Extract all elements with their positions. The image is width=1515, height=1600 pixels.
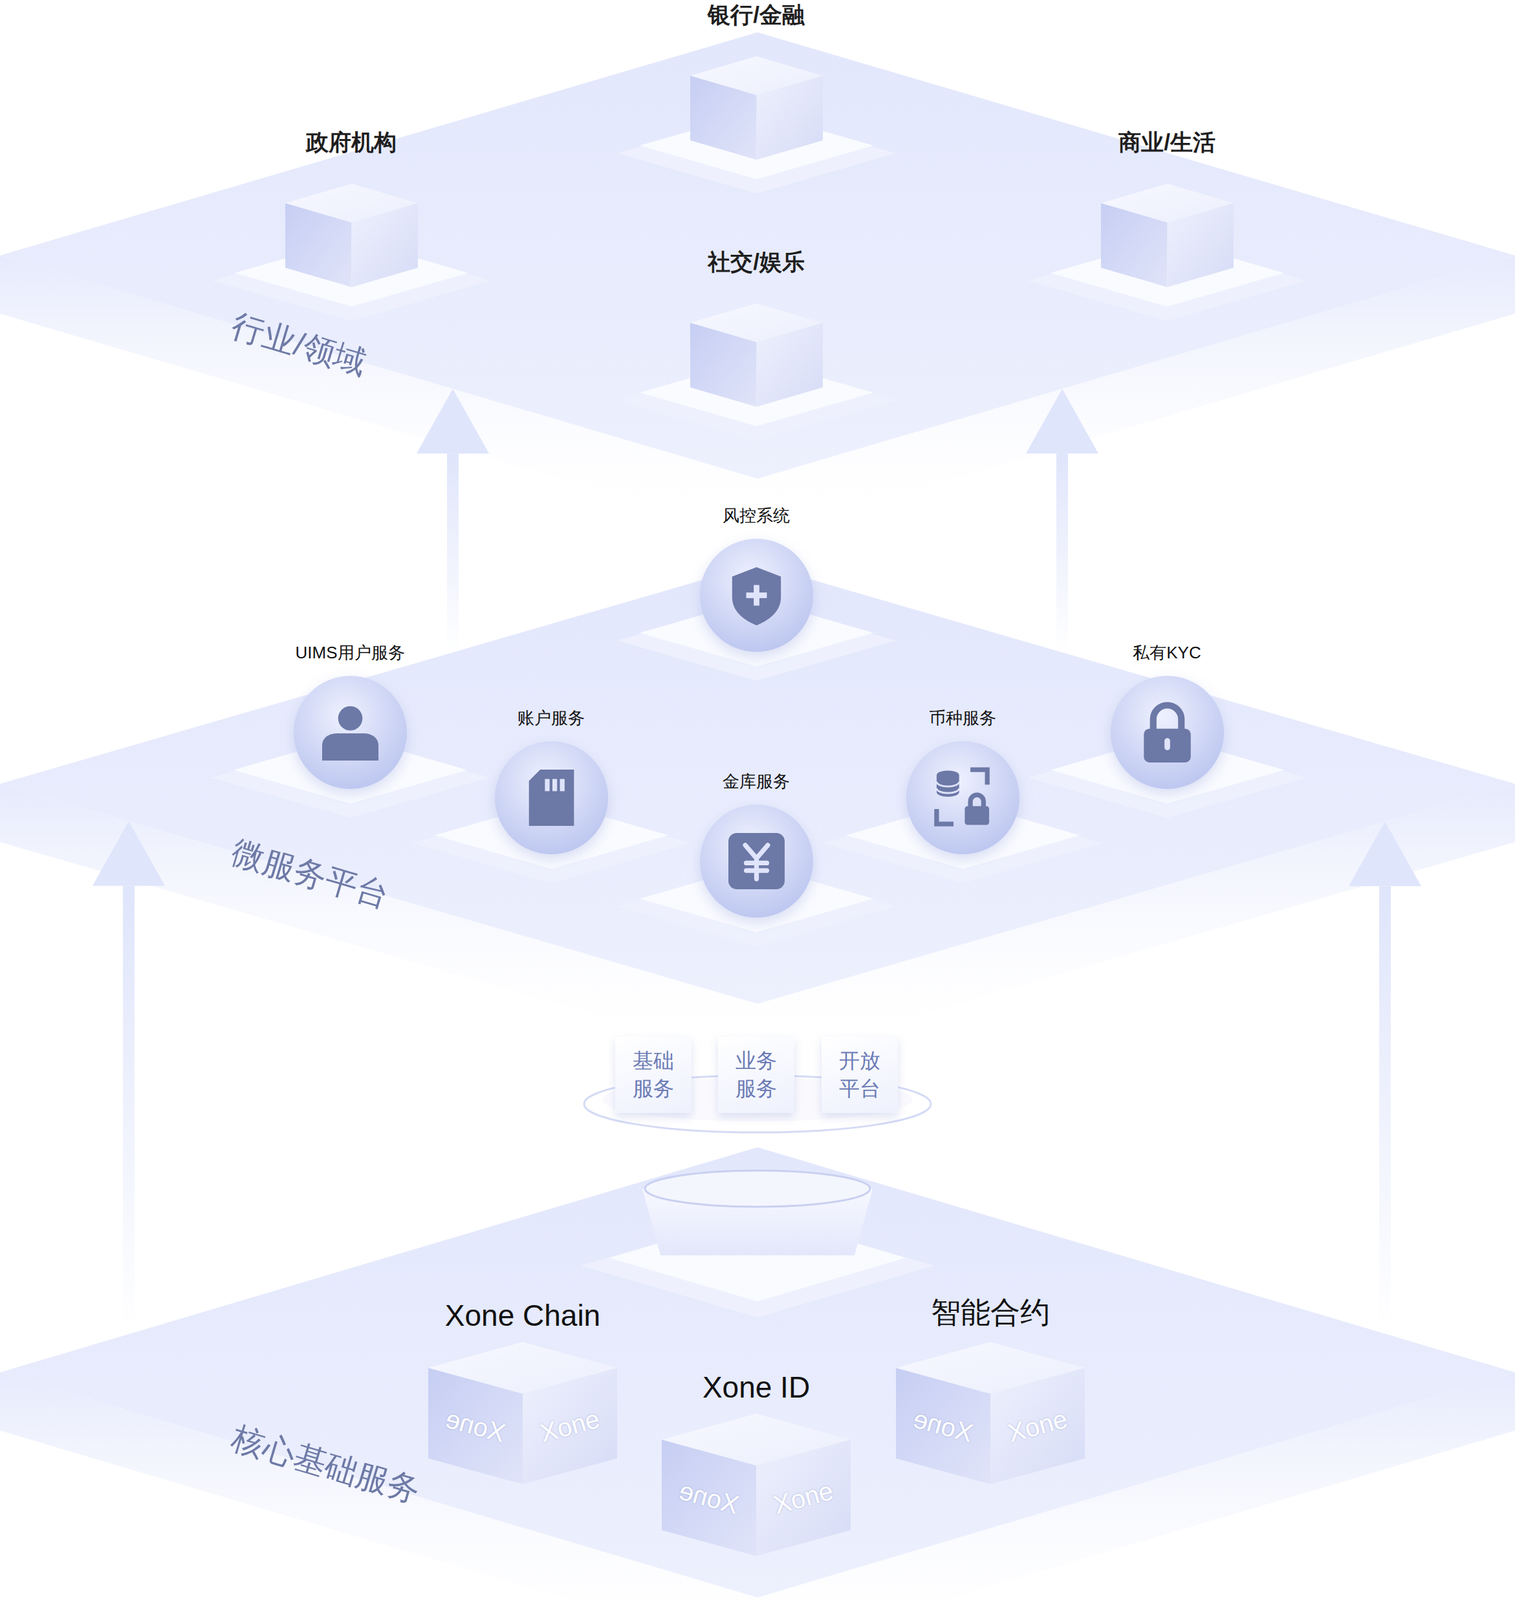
service-tile: 基础 服务 <box>615 1036 692 1114</box>
circle-art <box>494 741 609 855</box>
layer-arrow <box>416 388 490 653</box>
service-circle: 风控系统 <box>699 504 814 653</box>
service-circle: 私有KYC <box>1110 641 1224 790</box>
domain-cube: Xone ID XoneXone <box>661 1370 851 1557</box>
service-circle: UIMS用户服务 <box>293 641 407 790</box>
layer-band: 核心基础服务Xone ChainXoneXone智能合约XoneXoneXone… <box>0 1147 1515 1598</box>
service-circle: 账户服务 <box>494 707 609 855</box>
layer-arrow <box>1348 821 1422 1334</box>
shape-holder <box>699 804 814 918</box>
node-label: 银行/金融 <box>707 0 805 31</box>
service-tile: 开放 平台 <box>821 1036 898 1114</box>
domain-cube: 智能合约 XoneXone <box>895 1293 1085 1485</box>
shape-holder <box>293 675 407 790</box>
node-label: 账户服务 <box>517 707 585 730</box>
node-label: 智能合约 <box>930 1293 1050 1334</box>
node-label: 政府机构 <box>305 127 397 158</box>
circle-art <box>699 804 814 918</box>
circle-art <box>699 538 814 653</box>
cube-art <box>1100 183 1234 288</box>
service-circle: 币种服务 <box>906 707 1020 855</box>
shape-holder <box>1100 183 1234 288</box>
shape-holder <box>1110 675 1224 790</box>
shape-holder <box>906 741 1020 855</box>
circle-art <box>1110 675 1224 790</box>
circle-art <box>906 741 1020 855</box>
domain-cube: 商业/生活 <box>1100 127 1234 288</box>
domain-cube: 社交/娱乐 <box>690 247 823 407</box>
node-label: 开放 平台 <box>837 1047 883 1103</box>
node-label: 风控系统 <box>722 504 790 528</box>
service-tile: 业务 服务 <box>718 1036 795 1114</box>
shape-holder: XoneXone <box>661 1414 851 1557</box>
domain-cube: Xone ChainXoneXone <box>428 1298 618 1485</box>
domain-cube: 银行/金融 <box>690 0 823 160</box>
cube-art <box>690 303 823 407</box>
circle-art <box>293 675 407 790</box>
cube-art <box>690 56 823 160</box>
shape-holder <box>699 538 814 653</box>
node-label: 私有KYC <box>1132 641 1201 665</box>
shape-holder: XoneXone <box>895 1342 1085 1485</box>
layer-band: 行业/领域银行/金融政府机构商业/生活社交/娱乐 <box>0 32 1515 479</box>
cube-art <box>285 183 418 288</box>
node-label: 社交/娱乐 <box>707 247 805 278</box>
node-label: 业务 服务 <box>733 1047 779 1103</box>
shape-holder <box>690 56 823 160</box>
node-label: 币种服务 <box>928 707 997 730</box>
layer-band: 微服务平台风控系统UIMS用户服务私有KYC账户服务币种服务金库服务 <box>0 564 1515 1004</box>
layer-arrow <box>92 821 165 1335</box>
shape-holder <box>690 303 823 407</box>
node-label: UIMS用户服务 <box>295 641 405 665</box>
node-label: 商业/生活 <box>1118 127 1216 158</box>
node-label: 金库服务 <box>722 770 790 794</box>
node-label: 基础 服务 <box>630 1047 676 1103</box>
node-label: Xone ID <box>702 1370 810 1406</box>
shape-holder: XoneXone <box>428 1342 618 1485</box>
shape-holder <box>494 741 609 855</box>
domain-cube: 政府机构 <box>285 127 418 288</box>
service-circle: 金库服务 <box>699 770 814 918</box>
layer-arrow <box>1025 388 1099 653</box>
node-label: Xone Chain <box>445 1298 601 1334</box>
shape-holder <box>285 183 418 288</box>
